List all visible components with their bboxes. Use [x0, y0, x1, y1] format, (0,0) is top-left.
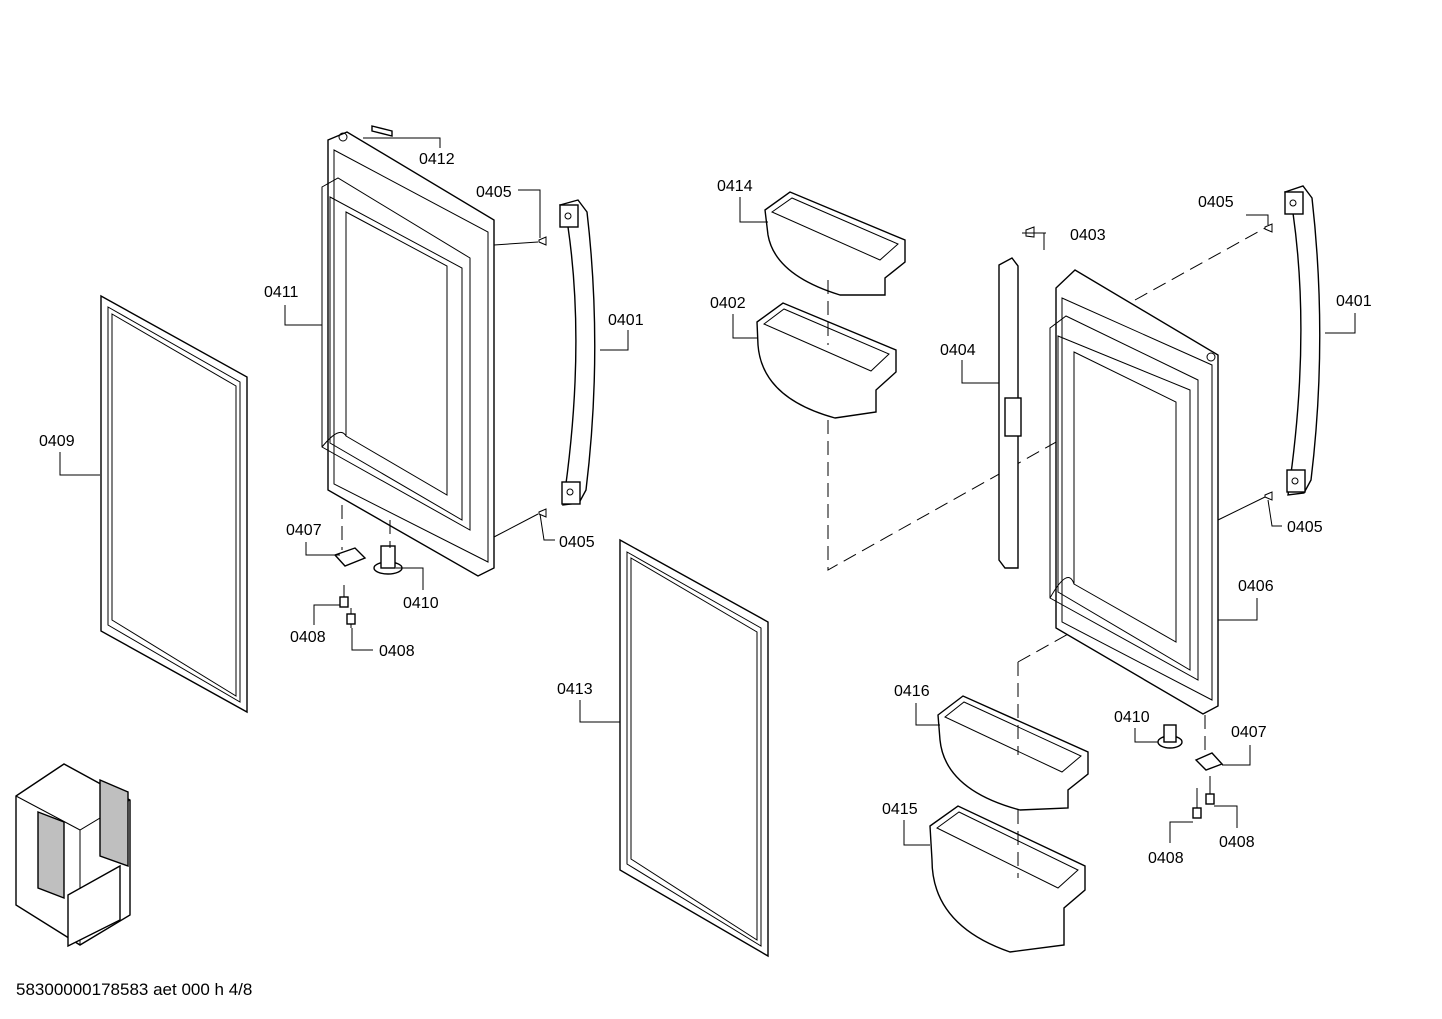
callout-0408-right-a: 0408 — [1148, 850, 1184, 867]
callout-0413: 0413 — [557, 681, 593, 698]
callout-0404: 0404 — [940, 342, 976, 359]
door-shelf-0402 — [756, 302, 897, 419]
callout-0414: 0414 — [717, 178, 753, 195]
callout-labels: 0412 0405 0411 0401 0409 0405 0407 0410 … — [39, 151, 1372, 867]
hinge-and-bushing-left — [333, 505, 403, 628]
callout-0401-left: 0401 — [608, 312, 644, 329]
callout-0412: 0412 — [419, 151, 455, 168]
callout-0410-right: 0410 — [1114, 709, 1150, 726]
callout-0407-right: 0407 — [1231, 724, 1267, 741]
callout-0411: 0411 — [264, 284, 299, 301]
callout-0408-left-b: 0408 — [379, 643, 415, 660]
callout-0408-left-a: 0408 — [290, 629, 326, 646]
refrigerator-door-left — [321, 125, 495, 577]
callout-0402: 0402 — [710, 295, 746, 312]
door-gasket-center — [619, 538, 769, 958]
door-handle-right — [1264, 185, 1321, 501]
callout-0408-right-b: 0408 — [1219, 834, 1255, 851]
door-divider-strip — [998, 226, 1046, 569]
door-shelf-0415 — [929, 805, 1086, 953]
document-code: 58300000178583 aet 000 h 4/8 — [16, 980, 253, 999]
callout-0403: 0403 — [1070, 227, 1106, 244]
callout-0415: 0415 — [882, 801, 918, 818]
door-shelf-0416 — [937, 695, 1089, 811]
callout-0405-left-bottom: 0405 — [559, 534, 595, 551]
callout-0405-left-top: 0405 — [476, 184, 512, 201]
callout-0405-right-top: 0405 — [1198, 194, 1234, 211]
door-handle-left — [538, 199, 596, 518]
leader-lines — [59, 137, 1356, 846]
appliance-orientation-thumbnail — [15, 763, 131, 948]
callout-0407-left: 0407 — [286, 522, 322, 539]
callout-0406: 0406 — [1238, 578, 1274, 595]
hinge-and-bushing-right — [1157, 715, 1224, 819]
callout-0409: 0409 — [39, 433, 75, 450]
callout-0416: 0416 — [894, 683, 930, 700]
callout-0401-right: 0401 — [1336, 293, 1372, 310]
door-gasket-left — [100, 294, 248, 714]
door-shelf-0414 — [764, 191, 906, 296]
callout-0405-right-bottom: 0405 — [1287, 519, 1323, 536]
refrigerator-door-right — [1049, 269, 1219, 715]
callout-0410-left: 0410 — [403, 595, 439, 612]
